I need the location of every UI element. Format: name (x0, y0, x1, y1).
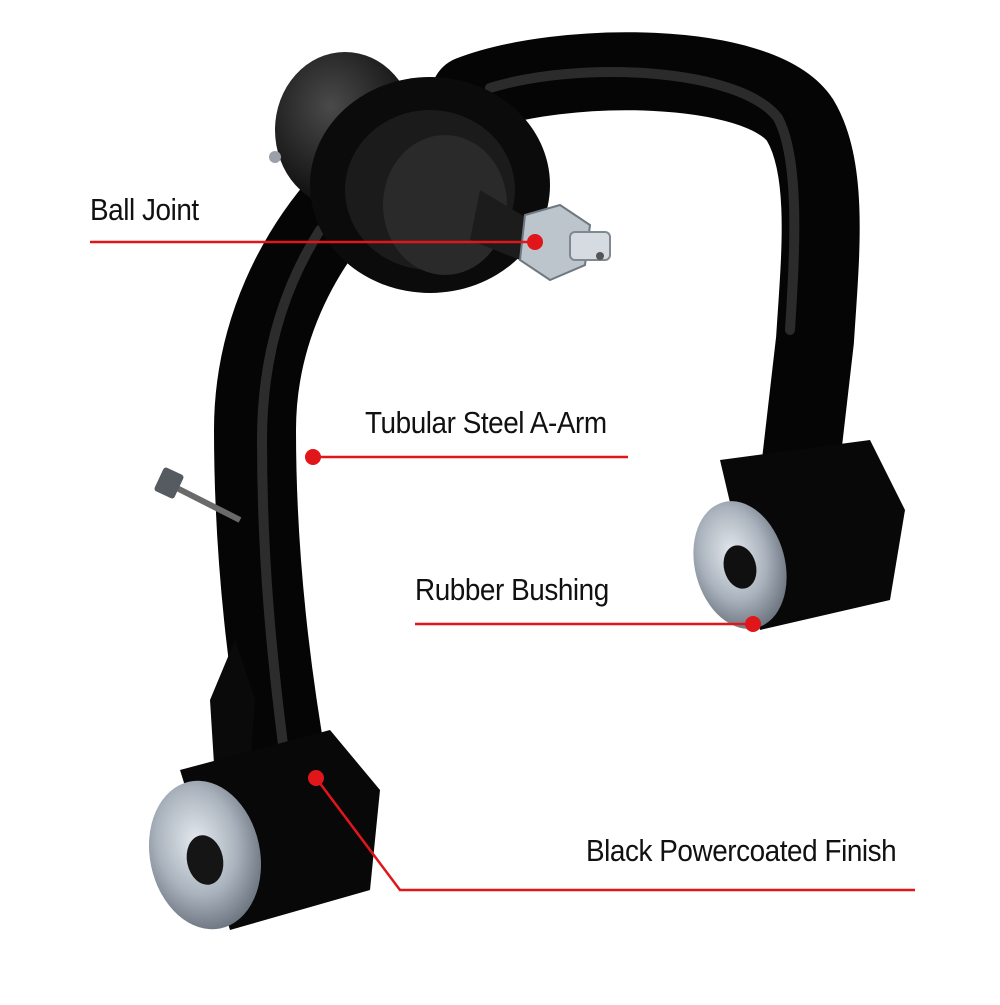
callout-dot-finish (308, 770, 324, 786)
front-bushing (148, 730, 380, 930)
right-arm-tube (431, 32, 860, 509)
adjustment-bolt (154, 467, 242, 523)
callout-dot-a-arm (305, 449, 321, 465)
callout-dot-ball-joint (527, 234, 543, 250)
left-arm-tube (210, 159, 386, 831)
label-black-powercoated-finish: Black Powercoated Finish (586, 833, 897, 868)
label-rubber-bushing: Rubber Bushing (415, 572, 609, 607)
callout-dot-bushing (745, 616, 761, 632)
label-ball-joint: Ball Joint (90, 192, 199, 227)
rear-bushing (693, 440, 905, 630)
callout-lines (90, 234, 915, 892)
label-tubular-steel-a-arm: Tubular Steel A-Arm (365, 405, 607, 440)
callout-line-finish (315, 777, 915, 892)
